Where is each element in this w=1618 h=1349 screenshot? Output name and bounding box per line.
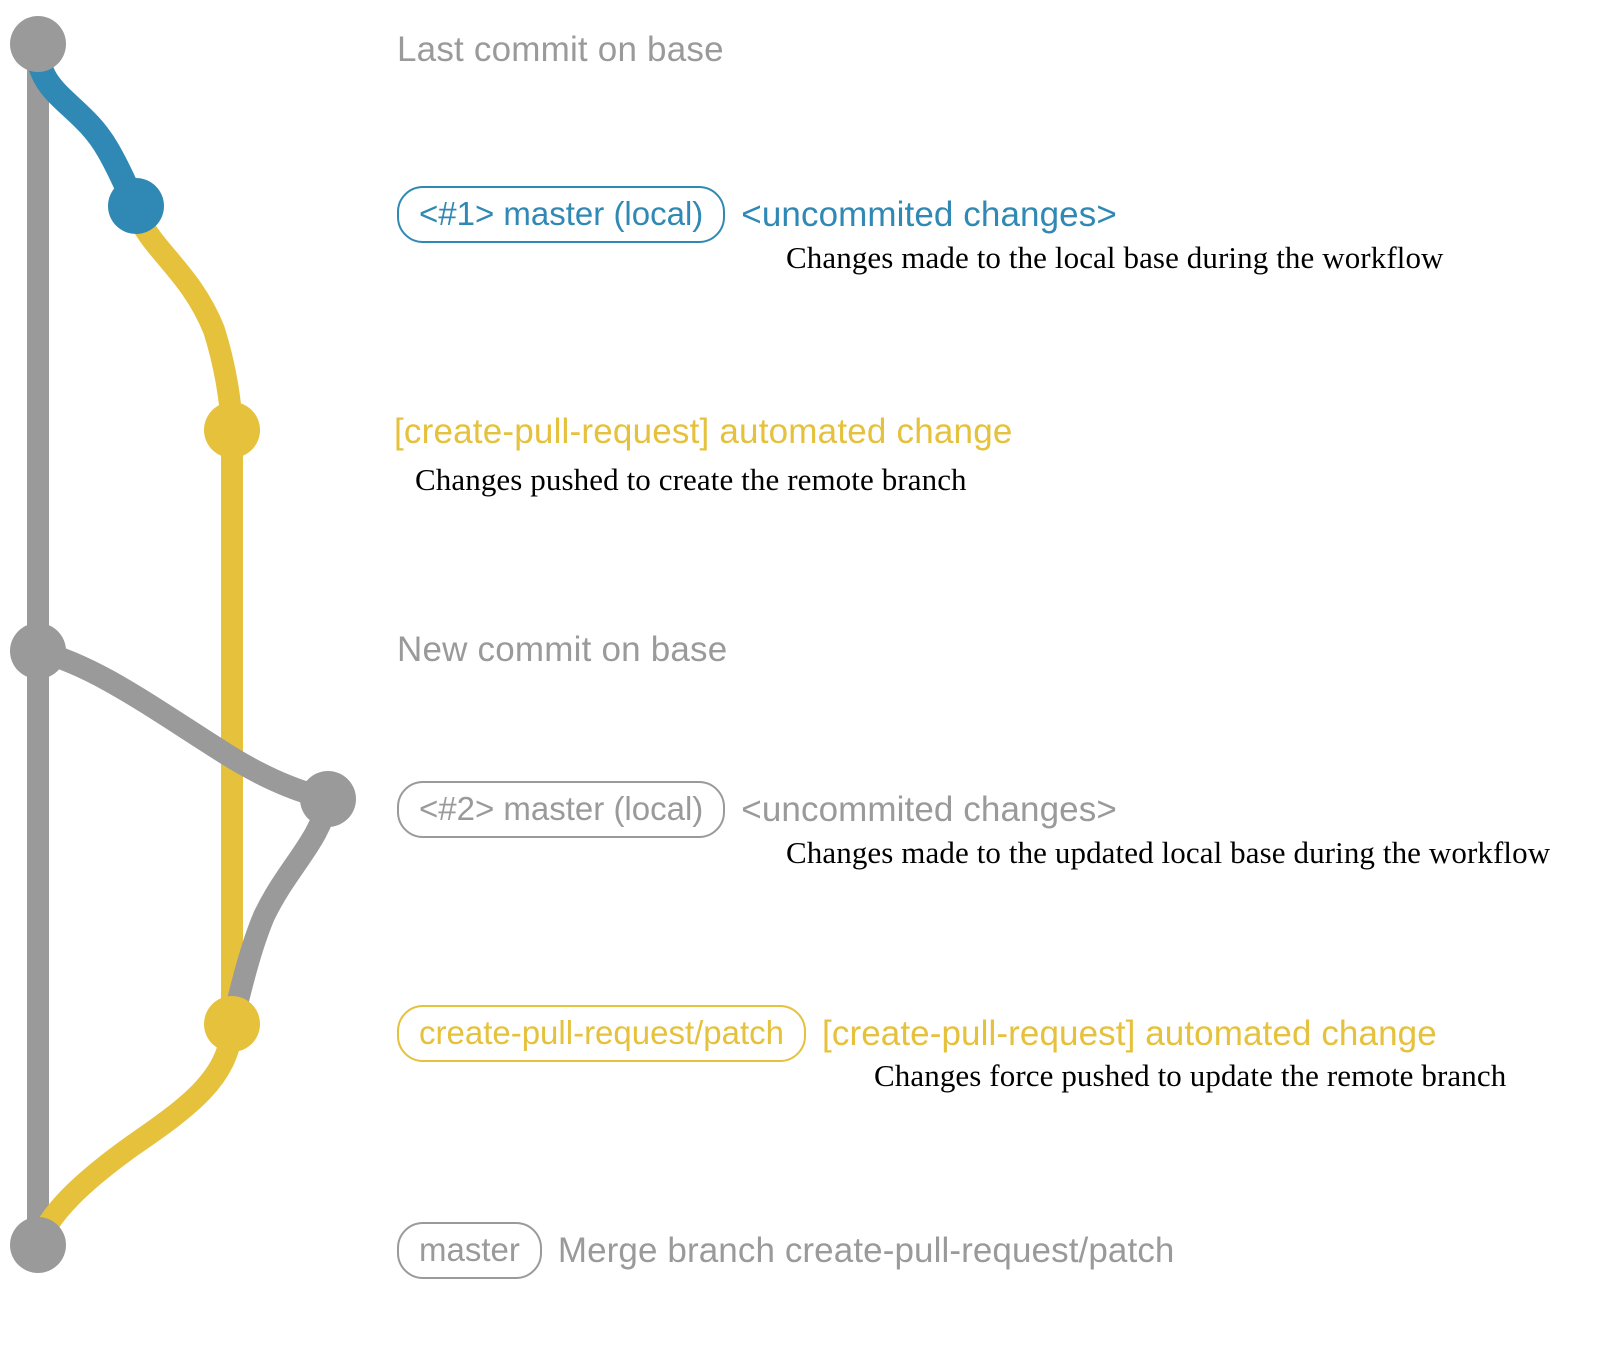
branch-badge-master[interactable]: master <box>397 1222 542 1279</box>
branch-badge-label: <#2> master (local) <box>419 790 704 827</box>
branch-badge-label: <#1> master (local) <box>419 195 704 232</box>
commit-message-last-base: Last commit on base <box>397 30 724 69</box>
subnote-master-local-1: Changes made to the local base during th… <box>786 240 1444 275</box>
commit-message-merge: Merge branch create-pull-request/patch <box>557 1230 1175 1270</box>
commit-message-new-base: New commit on base <box>397 630 728 669</box>
commit-message-master-local-1: <uncommited changes> <box>741 194 1117 234</box>
subnote-automated-change-2: Changes force pushed to update the remot… <box>874 1058 1507 1093</box>
git-graph <box>0 0 380 1344</box>
edge-local-2-to-patch-2 <box>221 788 339 1035</box>
row-merge-commit: master Merge branch create-pull-request/… <box>397 1222 1174 1279</box>
commit-node-automated-2 <box>204 996 260 1052</box>
edge-new-base-to-local-2 <box>27 640 339 810</box>
commit-node-master-local-2 <box>300 771 356 827</box>
row-master-local-1: <#1> master (local) <uncommited changes> <box>397 186 1117 243</box>
subnote-master-local-2: Changes made to the updated local base d… <box>786 835 1551 870</box>
row-automated-change-1: [create-pull-request] automated change <box>394 412 1013 452</box>
branch-badge-label: create-pull-request/patch <box>419 1014 785 1051</box>
subnote-automated-change-1: Changes pushed to create the remote bran… <box>415 462 967 497</box>
branch-badge-create-pull-request-patch[interactable]: create-pull-request/patch <box>397 1005 807 1062</box>
row-new-commit-on-base: New commit on base <box>397 630 727 670</box>
branch-badge-master-local-1[interactable]: <#1> master (local) <box>397 186 726 243</box>
commit-message-master-local-2: <uncommited changes> <box>741 789 1117 829</box>
commit-message-automated-2: [create-pull-request] automated change <box>822 1013 1437 1053</box>
branch-badge-master-local-2[interactable]: <#2> master (local) <box>397 781 726 838</box>
commit-node-master-local-1 <box>108 178 164 234</box>
commit-node-new-base <box>10 623 66 679</box>
commit-node-automated-1 <box>204 402 260 458</box>
row-last-commit-on-base: Last commit on base <box>397 30 724 70</box>
row-master-local-2: <#2> master (local) <uncommited changes> <box>397 781 1117 838</box>
branch-badge-label: master <box>419 1231 520 1268</box>
git-graph-svg <box>10 16 356 1273</box>
commit-node-merge <box>10 1217 66 1273</box>
edge-patch-2-to-merge <box>27 1017 243 1256</box>
commit-node-last-base <box>10 16 66 72</box>
commit-message-automated-1: [create-pull-request] automated change <box>394 412 1013 451</box>
row-automated-change-2: create-pull-request/patch [create-pull-r… <box>397 1005 1437 1062</box>
